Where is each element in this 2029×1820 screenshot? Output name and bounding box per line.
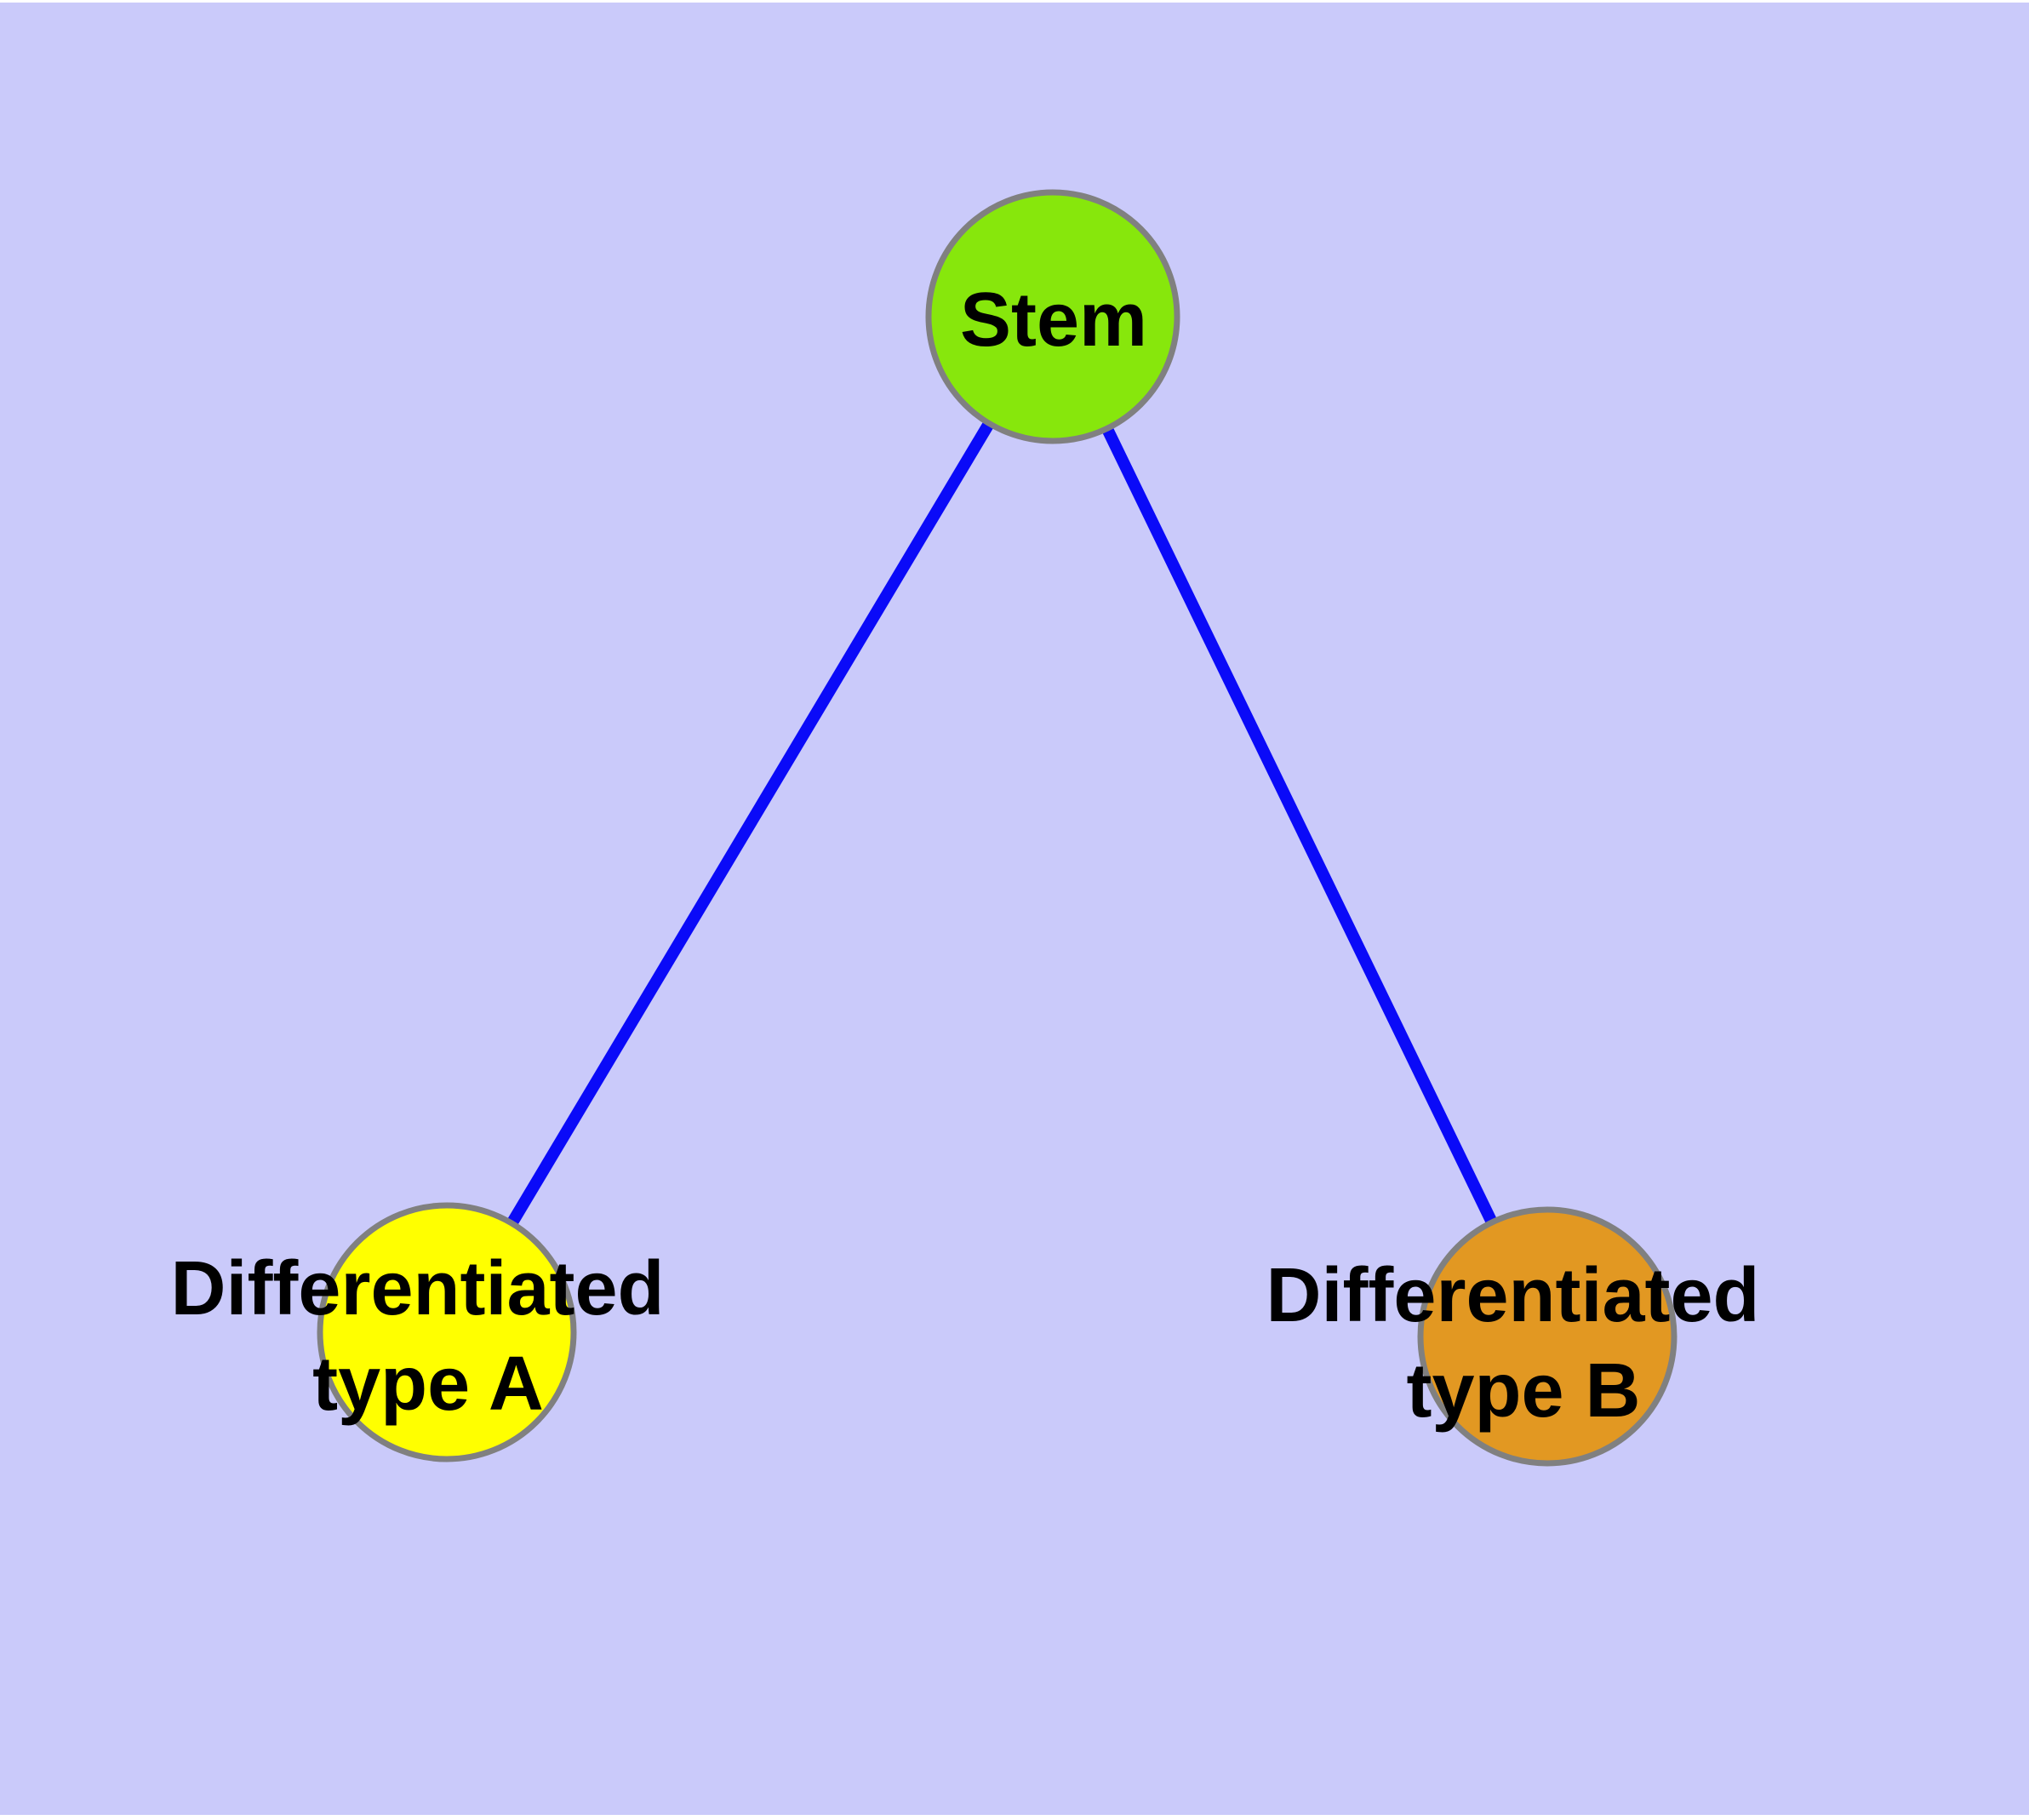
type-a-label-line-1: Differentiated [170, 1246, 664, 1331]
stem-node-label: Stem [960, 278, 1147, 363]
edges-layer [441, 313, 1553, 1340]
stem-node-circle [925, 189, 1180, 444]
type-b-node-label: Differentiated type B [1266, 1253, 1780, 1434]
type-a-node-circle [317, 1202, 577, 1462]
type-a-node-label: Differentiated type A [170, 1246, 685, 1427]
type-b-label-line-2: type B [1406, 1348, 1640, 1434]
node-stem: Stem [925, 189, 1180, 444]
edge-stem-to-type-a [441, 313, 1059, 1336]
edge-stem-to-type-b [1047, 313, 1553, 1340]
node-differentiated-type-b: Differentiated type B [1266, 1206, 1780, 1467]
type-a-label-line-2: type A [312, 1342, 544, 1427]
node-differentiated-type-a: Differentiated type A [170, 1202, 685, 1462]
type-b-node-circle [1417, 1206, 1677, 1467]
type-b-label-line-1: Differentiated [1266, 1253, 1759, 1338]
